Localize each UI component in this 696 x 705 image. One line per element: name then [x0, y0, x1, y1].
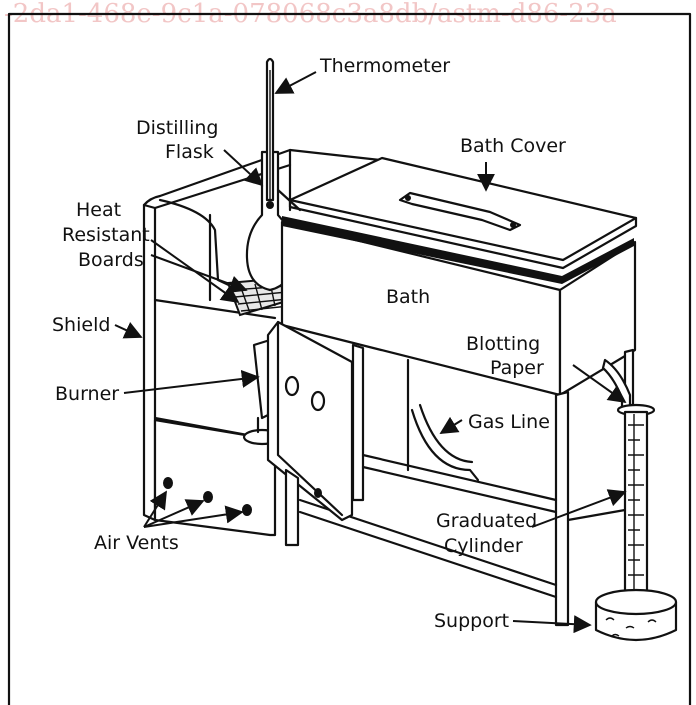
gas-line [410, 403, 480, 482]
leader-lines [114, 71, 627, 634]
graduated-cylinder [601, 358, 656, 602]
figure-frame [7, 12, 692, 705]
thermometer [265, 57, 275, 209]
label-heat-resistant-boards-line1: Heat [76, 199, 121, 221]
air-vents [163, 477, 322, 516]
label-shield: Shield [52, 314, 110, 336]
label-graduated-cylinder-line2: Cylinder [444, 535, 523, 557]
label-air-vents: Air Vents [94, 532, 179, 554]
label-support: Support [434, 610, 509, 632]
label-thermometer: Thermometer [319, 55, 450, 77]
label-heat-resistant-boards-line2: Resistant [62, 224, 150, 246]
label-heat-resistant-boards-line3: Boards [78, 249, 144, 271]
label-blotting-paper-line2: Paper [490, 357, 544, 379]
label-distilling-flask-line1: Distilling [136, 117, 218, 139]
label-burner: Burner [55, 383, 119, 405]
cylinder-support [594, 588, 678, 642]
labels: Thermometer Distilling Flask Bath Cover … [52, 55, 566, 632]
label-bath-cover: Bath Cover [460, 135, 566, 157]
shield-door [266, 320, 354, 547]
label-bath: Bath [386, 286, 430, 308]
label-distilling-flask-line2: Flask [165, 141, 214, 163]
label-gas-line: Gas Line [468, 411, 550, 433]
bath-cover [288, 156, 638, 270]
label-graduated-cylinder-line1: Graduated [436, 510, 537, 532]
label-blotting-paper-line1: Blotting [466, 333, 540, 355]
